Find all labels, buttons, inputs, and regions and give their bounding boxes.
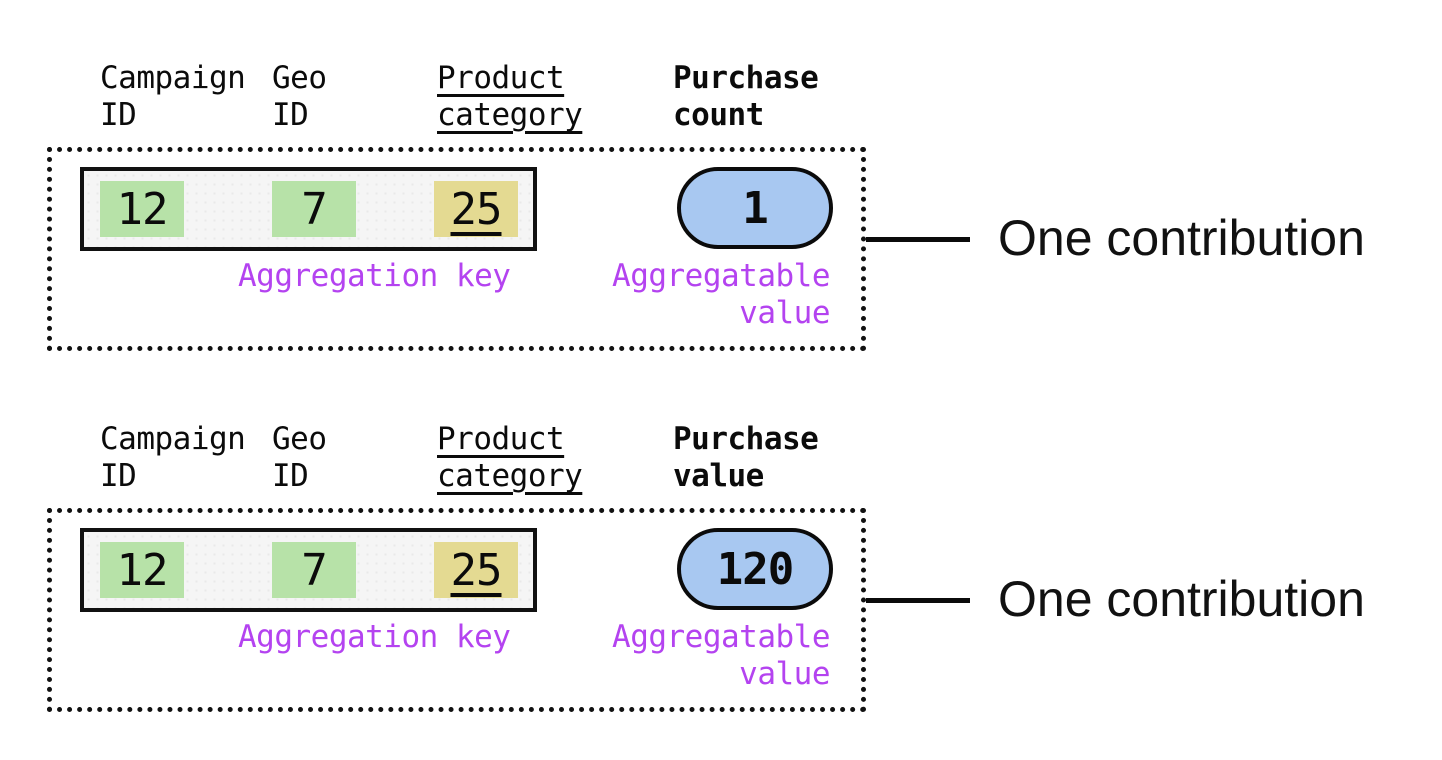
geo-id-value: 7: [301, 183, 327, 235]
column-header-campaign-id: Campaign ID: [100, 421, 246, 495]
product-category-value: 25: [450, 544, 503, 596]
aggregatable-value-label: Aggregatable value: [540, 258, 830, 332]
header-line: value: [673, 458, 764, 494]
aggregatable-value-label: Aggregatable value: [540, 619, 830, 693]
aggregation-key-label: Aggregation key: [238, 258, 511, 294]
header-line: Geo: [272, 60, 327, 96]
campaign-id-cell: 12: [100, 542, 184, 598]
header-line: ID: [272, 97, 309, 133]
campaign-id-value: 12: [116, 544, 169, 596]
callout-one-contribution: One contribution: [998, 571, 1365, 627]
column-header-purchase-value: Purchase value: [673, 421, 819, 495]
record-row: 12 7 25: [80, 167, 537, 251]
geo-id-value: 7: [301, 544, 327, 596]
header-line: Campaign: [100, 421, 246, 457]
header-line: Purchase: [673, 421, 819, 457]
product-category-cell: 25: [434, 542, 518, 598]
aggregatable-value: 120: [716, 543, 794, 595]
aggregation-key-label: Aggregation key: [238, 619, 511, 655]
aggregatable-value-label-line: value: [739, 295, 830, 331]
callout-one-contribution: One contribution: [998, 210, 1365, 266]
column-header-product-category: Product category: [437, 60, 583, 134]
geo-id-cell: 7: [272, 181, 356, 237]
record-row: 12 7 25: [80, 528, 537, 612]
aggregatable-value-pill: 120: [677, 528, 833, 610]
callout-connector-line: [866, 598, 970, 603]
aggregatable-value-pill: 1: [677, 167, 833, 249]
contribution-record-1: Campaign ID Geo ID Product category Purc…: [47, 60, 1365, 351]
campaign-id-value: 12: [116, 183, 169, 235]
product-category-value: 25: [450, 183, 503, 235]
header-line: category: [437, 97, 583, 133]
contribution-record-2: Campaign ID Geo ID Product category Purc…: [0, 361, 1442, 760]
header-line: ID: [272, 458, 309, 494]
aggregatable-value-label-line: Aggregatable: [612, 258, 830, 294]
header-line: ID: [100, 458, 137, 494]
header-line: Product: [437, 60, 565, 96]
column-header-campaign-id: Campaign ID: [100, 60, 246, 134]
header-line: Product: [437, 421, 565, 457]
contribution-boundary: [47, 147, 866, 351]
callout-connector-line: [866, 237, 970, 242]
header-line: Geo: [272, 421, 327, 457]
column-header-geo-id: Geo ID: [272, 421, 327, 495]
aggregatable-value-label-line: value: [739, 656, 830, 692]
aggregatable-value: 1: [742, 182, 768, 234]
geo-id-cell: 7: [272, 542, 356, 598]
contribution-boundary: [47, 508, 866, 712]
product-category-cell: 25: [434, 181, 518, 237]
column-header-purchase-count: Purchase count: [673, 60, 819, 134]
header-line: Purchase: [673, 60, 819, 96]
header-line: count: [673, 97, 764, 133]
header-line: ID: [100, 97, 137, 133]
column-header-geo-id: Geo ID: [272, 60, 327, 134]
column-header-product-category: Product category: [437, 421, 583, 495]
header-line: Campaign: [100, 60, 246, 96]
campaign-id-cell: 12: [100, 181, 184, 237]
aggregatable-value-label-line: Aggregatable: [612, 619, 830, 655]
header-line: category: [437, 458, 583, 494]
